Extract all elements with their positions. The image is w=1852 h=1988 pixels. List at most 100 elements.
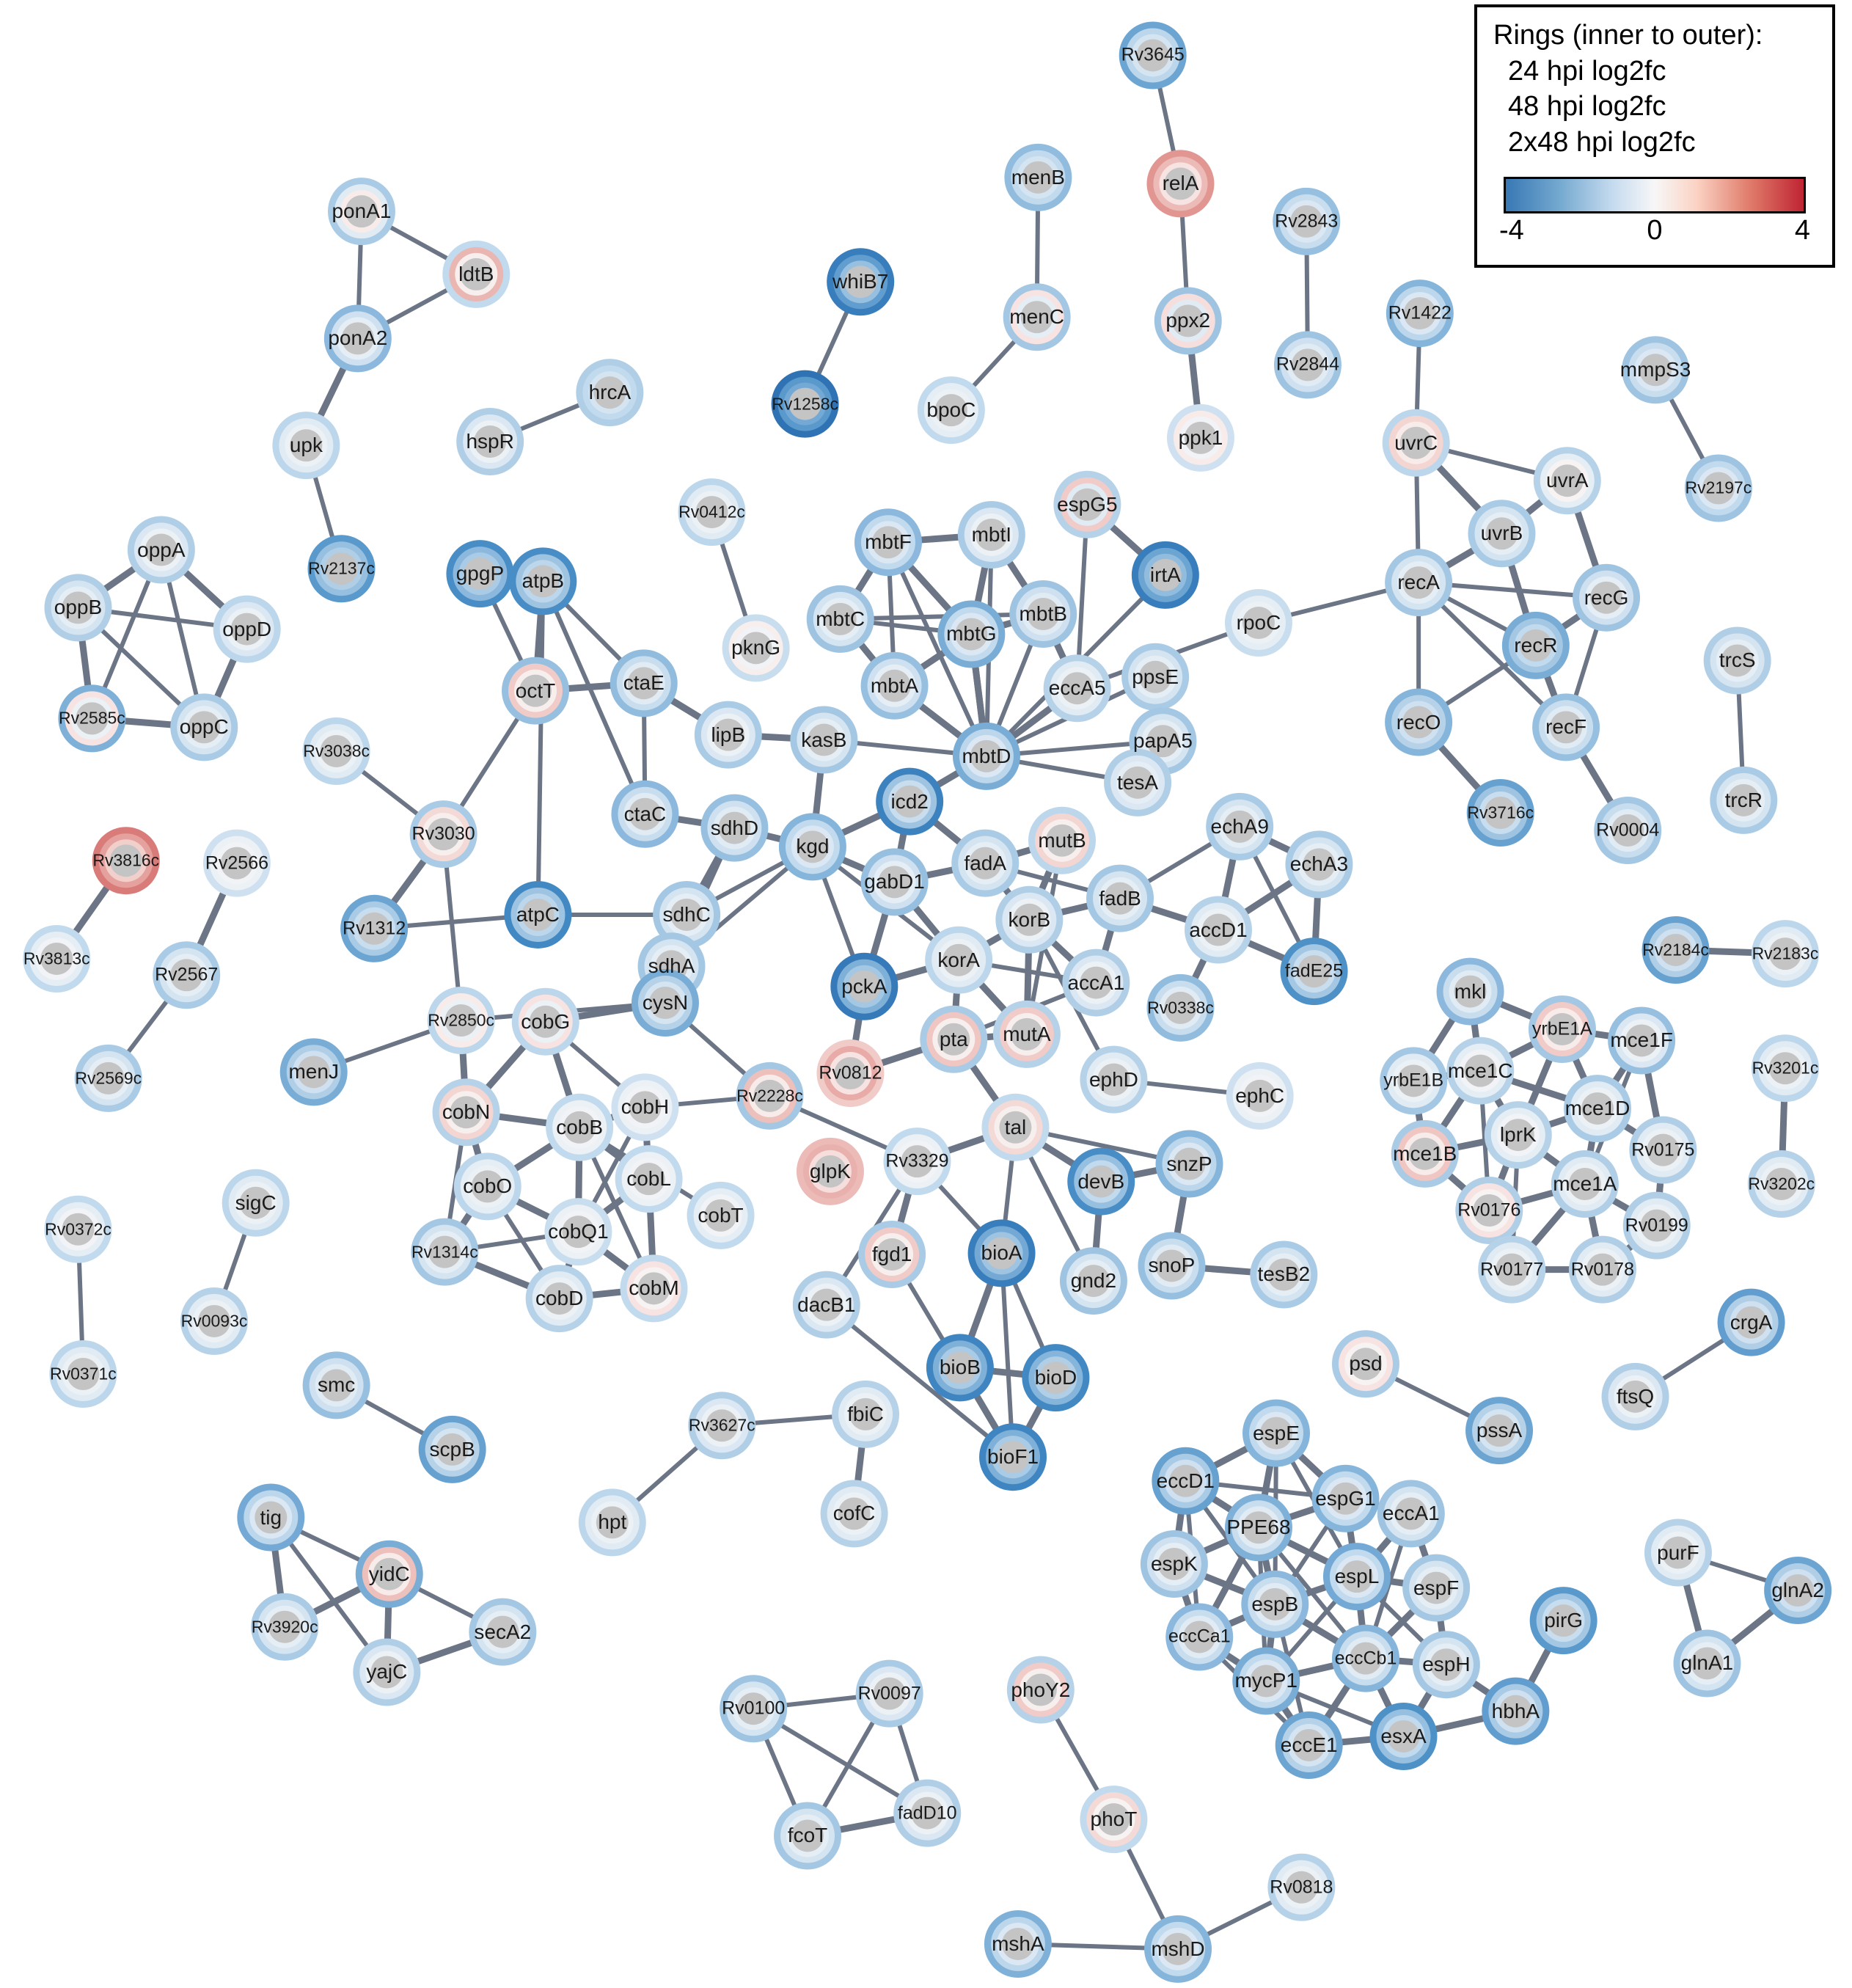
- network-node[interactable]: [1684, 454, 1752, 522]
- network-node[interactable]: [820, 1480, 888, 1548]
- network-node[interactable]: [1280, 938, 1348, 1006]
- network-node[interactable]: [1104, 748, 1172, 816]
- network-node[interactable]: [153, 941, 221, 1009]
- network-node[interactable]: [180, 1287, 249, 1355]
- network-node[interactable]: [49, 1340, 117, 1408]
- network-node[interactable]: [876, 767, 944, 836]
- network-node[interactable]: [678, 478, 746, 547]
- network-node[interactable]: [544, 1198, 612, 1266]
- network-node[interactable]: [1241, 1570, 1309, 1638]
- network-node[interactable]: [992, 1000, 1061, 1068]
- network-node[interactable]: [1131, 541, 1199, 609]
- network-node[interactable]: [1484, 1101, 1552, 1169]
- network-node[interactable]: [525, 1265, 593, 1333]
- network-node[interactable]: [1501, 611, 1570, 679]
- network-node[interactable]: [546, 1093, 614, 1161]
- network-node[interactable]: [1165, 1603, 1234, 1671]
- network-node[interactable]: [432, 1078, 500, 1147]
- network-node[interactable]: [858, 1221, 926, 1289]
- network-node[interactable]: [687, 1181, 755, 1249]
- network-node[interactable]: [1322, 1543, 1391, 1611]
- network-node[interactable]: [170, 693, 238, 761]
- network-node[interactable]: [1468, 500, 1536, 568]
- network-node[interactable]: [1242, 1399, 1311, 1467]
- network-node[interactable]: [1331, 1624, 1399, 1692]
- network-node[interactable]: [323, 304, 392, 373]
- network-node[interactable]: [1267, 1853, 1336, 1921]
- network-node[interactable]: [610, 649, 678, 717]
- network-node[interactable]: [1622, 336, 1690, 404]
- network-node[interactable]: [1385, 549, 1453, 617]
- network-node[interactable]: [1455, 1177, 1523, 1245]
- network-node[interactable]: [202, 829, 271, 897]
- network-node[interactable]: [1226, 1061, 1294, 1130]
- network-node[interactable]: [854, 508, 922, 577]
- network-node[interactable]: [1067, 1147, 1135, 1216]
- network-node[interactable]: [1155, 1130, 1223, 1198]
- network-node[interactable]: [925, 926, 993, 994]
- network-node[interactable]: [984, 1910, 1052, 1978]
- network-node[interactable]: [1166, 403, 1234, 472]
- network-node[interactable]: [1009, 580, 1077, 648]
- network-node[interactable]: [1154, 287, 1222, 355]
- network-node[interactable]: [1146, 150, 1215, 218]
- network-node[interactable]: [1232, 1647, 1300, 1715]
- network-node[interactable]: [511, 987, 579, 1056]
- network-node[interactable]: [1144, 1915, 1212, 1983]
- network-node[interactable]: [1043, 654, 1111, 723]
- network-node[interactable]: [893, 1779, 962, 1847]
- network-node[interactable]: [1152, 1447, 1220, 1515]
- network-node[interactable]: [1529, 1587, 1597, 1655]
- network-node[interactable]: [1140, 1530, 1208, 1598]
- network-node[interactable]: [920, 1005, 988, 1073]
- network-node[interactable]: [720, 1675, 788, 1743]
- network-node[interactable]: [44, 1195, 112, 1263]
- network-node[interactable]: [1382, 409, 1450, 477]
- network-node[interactable]: [1138, 1232, 1206, 1300]
- network-node[interactable]: [411, 1218, 479, 1286]
- network-node[interactable]: [1436, 957, 1504, 1026]
- network-node[interactable]: [1551, 1150, 1619, 1218]
- network-node[interactable]: [1568, 1235, 1636, 1304]
- network-node[interactable]: [1080, 1045, 1148, 1114]
- network-node[interactable]: [957, 500, 1025, 569]
- network-node[interactable]: [615, 1145, 683, 1213]
- network-node[interactable]: [1402, 1554, 1471, 1622]
- network-node[interactable]: [23, 924, 91, 993]
- network-node[interactable]: [442, 240, 510, 308]
- network-node[interactable]: [237, 1483, 305, 1552]
- network-node[interactable]: [302, 1351, 370, 1419]
- network-node[interactable]: [1478, 1235, 1546, 1304]
- network-node[interactable]: [855, 1659, 923, 1728]
- network-node[interactable]: [222, 1169, 290, 1237]
- network-node[interactable]: [1703, 626, 1771, 695]
- network-node[interactable]: [951, 829, 1020, 897]
- network-node[interactable]: [340, 894, 409, 962]
- network-node[interactable]: [1482, 1677, 1550, 1745]
- network-node[interactable]: [792, 1271, 860, 1339]
- network-node[interactable]: [917, 376, 985, 445]
- network-node[interactable]: [1751, 1034, 1819, 1103]
- network-node[interactable]: [611, 780, 679, 848]
- network-node[interactable]: [1062, 949, 1130, 1017]
- network-node[interactable]: [1710, 766, 1778, 834]
- network-node[interactable]: [1608, 1006, 1676, 1075]
- network-node[interactable]: [1250, 1240, 1318, 1309]
- network-node[interactable]: [1146, 973, 1215, 1042]
- network-node[interactable]: [1412, 1631, 1480, 1699]
- network-node[interactable]: [1004, 143, 1072, 211]
- network-node[interactable]: [979, 1423, 1047, 1491]
- network-node[interactable]: [1185, 896, 1253, 964]
- network-node[interactable]: [1331, 1330, 1399, 1398]
- network-node[interactable]: [92, 827, 160, 895]
- network-node[interactable]: [1273, 331, 1342, 399]
- network-node[interactable]: [504, 880, 572, 949]
- network-node[interactable]: [771, 370, 839, 438]
- network-node[interactable]: [44, 574, 112, 642]
- network-node[interactable]: [1377, 1480, 1445, 1548]
- network-node[interactable]: [1311, 1464, 1380, 1532]
- network-node[interactable]: [937, 600, 1006, 668]
- network-node[interactable]: [860, 651, 929, 720]
- network-node[interactable]: [409, 800, 477, 869]
- network-node[interactable]: [778, 813, 846, 881]
